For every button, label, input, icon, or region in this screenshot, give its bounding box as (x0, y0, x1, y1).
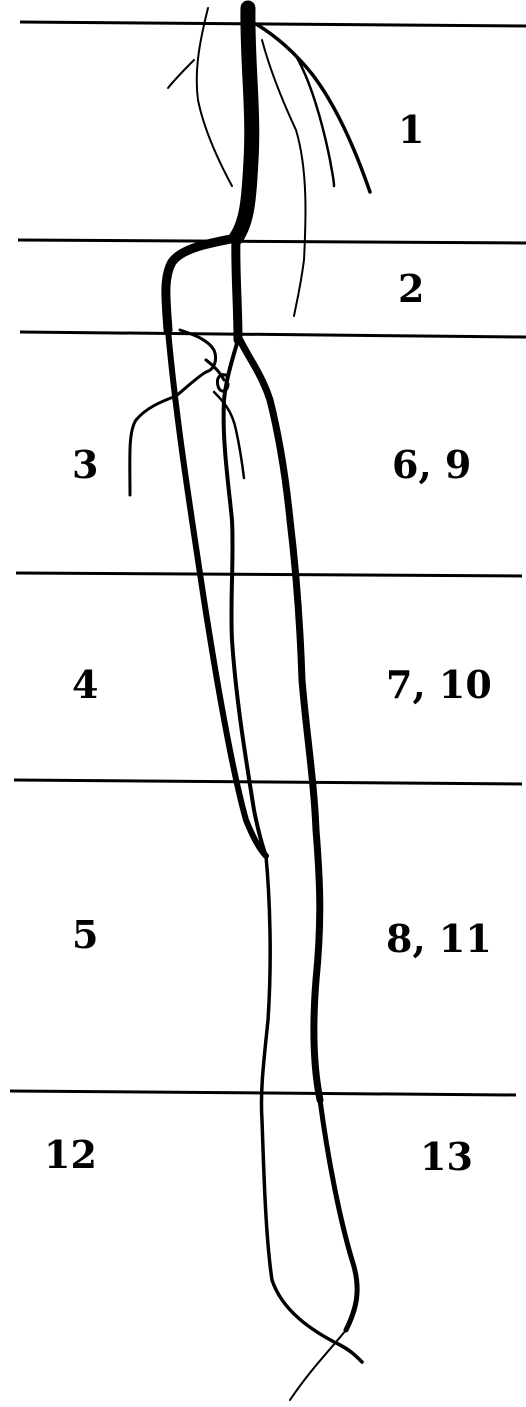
upper-left-twig (167, 59, 195, 89)
deep-femoral-vessel (161, 233, 241, 335)
divider-line-2 (17, 238, 526, 245)
upper-right-branch-2 (294, 54, 336, 188)
segment-label-13: 13 (420, 1134, 473, 1179)
middle-vessel (221, 338, 268, 858)
segment-labels: 1 2 3 6, 9 4 7, 10 5 8, 11 12 13 (44, 107, 492, 1179)
segment-label-7-10: 7, 10 (386, 662, 492, 707)
divider-line-3 (19, 330, 526, 339)
main-trunk-vessel (228, 0, 260, 246)
left-loop-branch (128, 328, 218, 497)
segment-label-12: 12 (44, 1132, 97, 1177)
right-long-vessel (236, 336, 324, 1104)
inner-branch-b (212, 390, 246, 480)
right-lower-vessel (317, 1097, 360, 1333)
segment-label-2: 2 (398, 266, 424, 311)
segment-label-3: 3 (72, 442, 98, 487)
vessel-tree (128, 0, 372, 1401)
segment-label-5: 5 (72, 912, 98, 957)
segment-label-6-9: 6, 9 (392, 442, 471, 487)
divider-line-4 (15, 571, 523, 578)
upper-right-branch-3 (261, 39, 307, 317)
inner-branch-a (204, 358, 226, 382)
segment-label-1: 1 (398, 107, 424, 152)
upper-right-branch (254, 22, 372, 194)
divider-line-5 (13, 778, 523, 786)
bottom-tail-vessel (289, 1329, 347, 1401)
upper-left-branch (195, 7, 233, 187)
divider-line-1 (19, 20, 526, 28)
superficial-femoral-vessel (231, 233, 243, 345)
left-long-vessel (165, 327, 269, 859)
segment-label-8-11: 8, 11 (386, 916, 492, 961)
lower-middle-vessel (259, 854, 364, 1364)
segment-label-4: 4 (72, 662, 98, 707)
